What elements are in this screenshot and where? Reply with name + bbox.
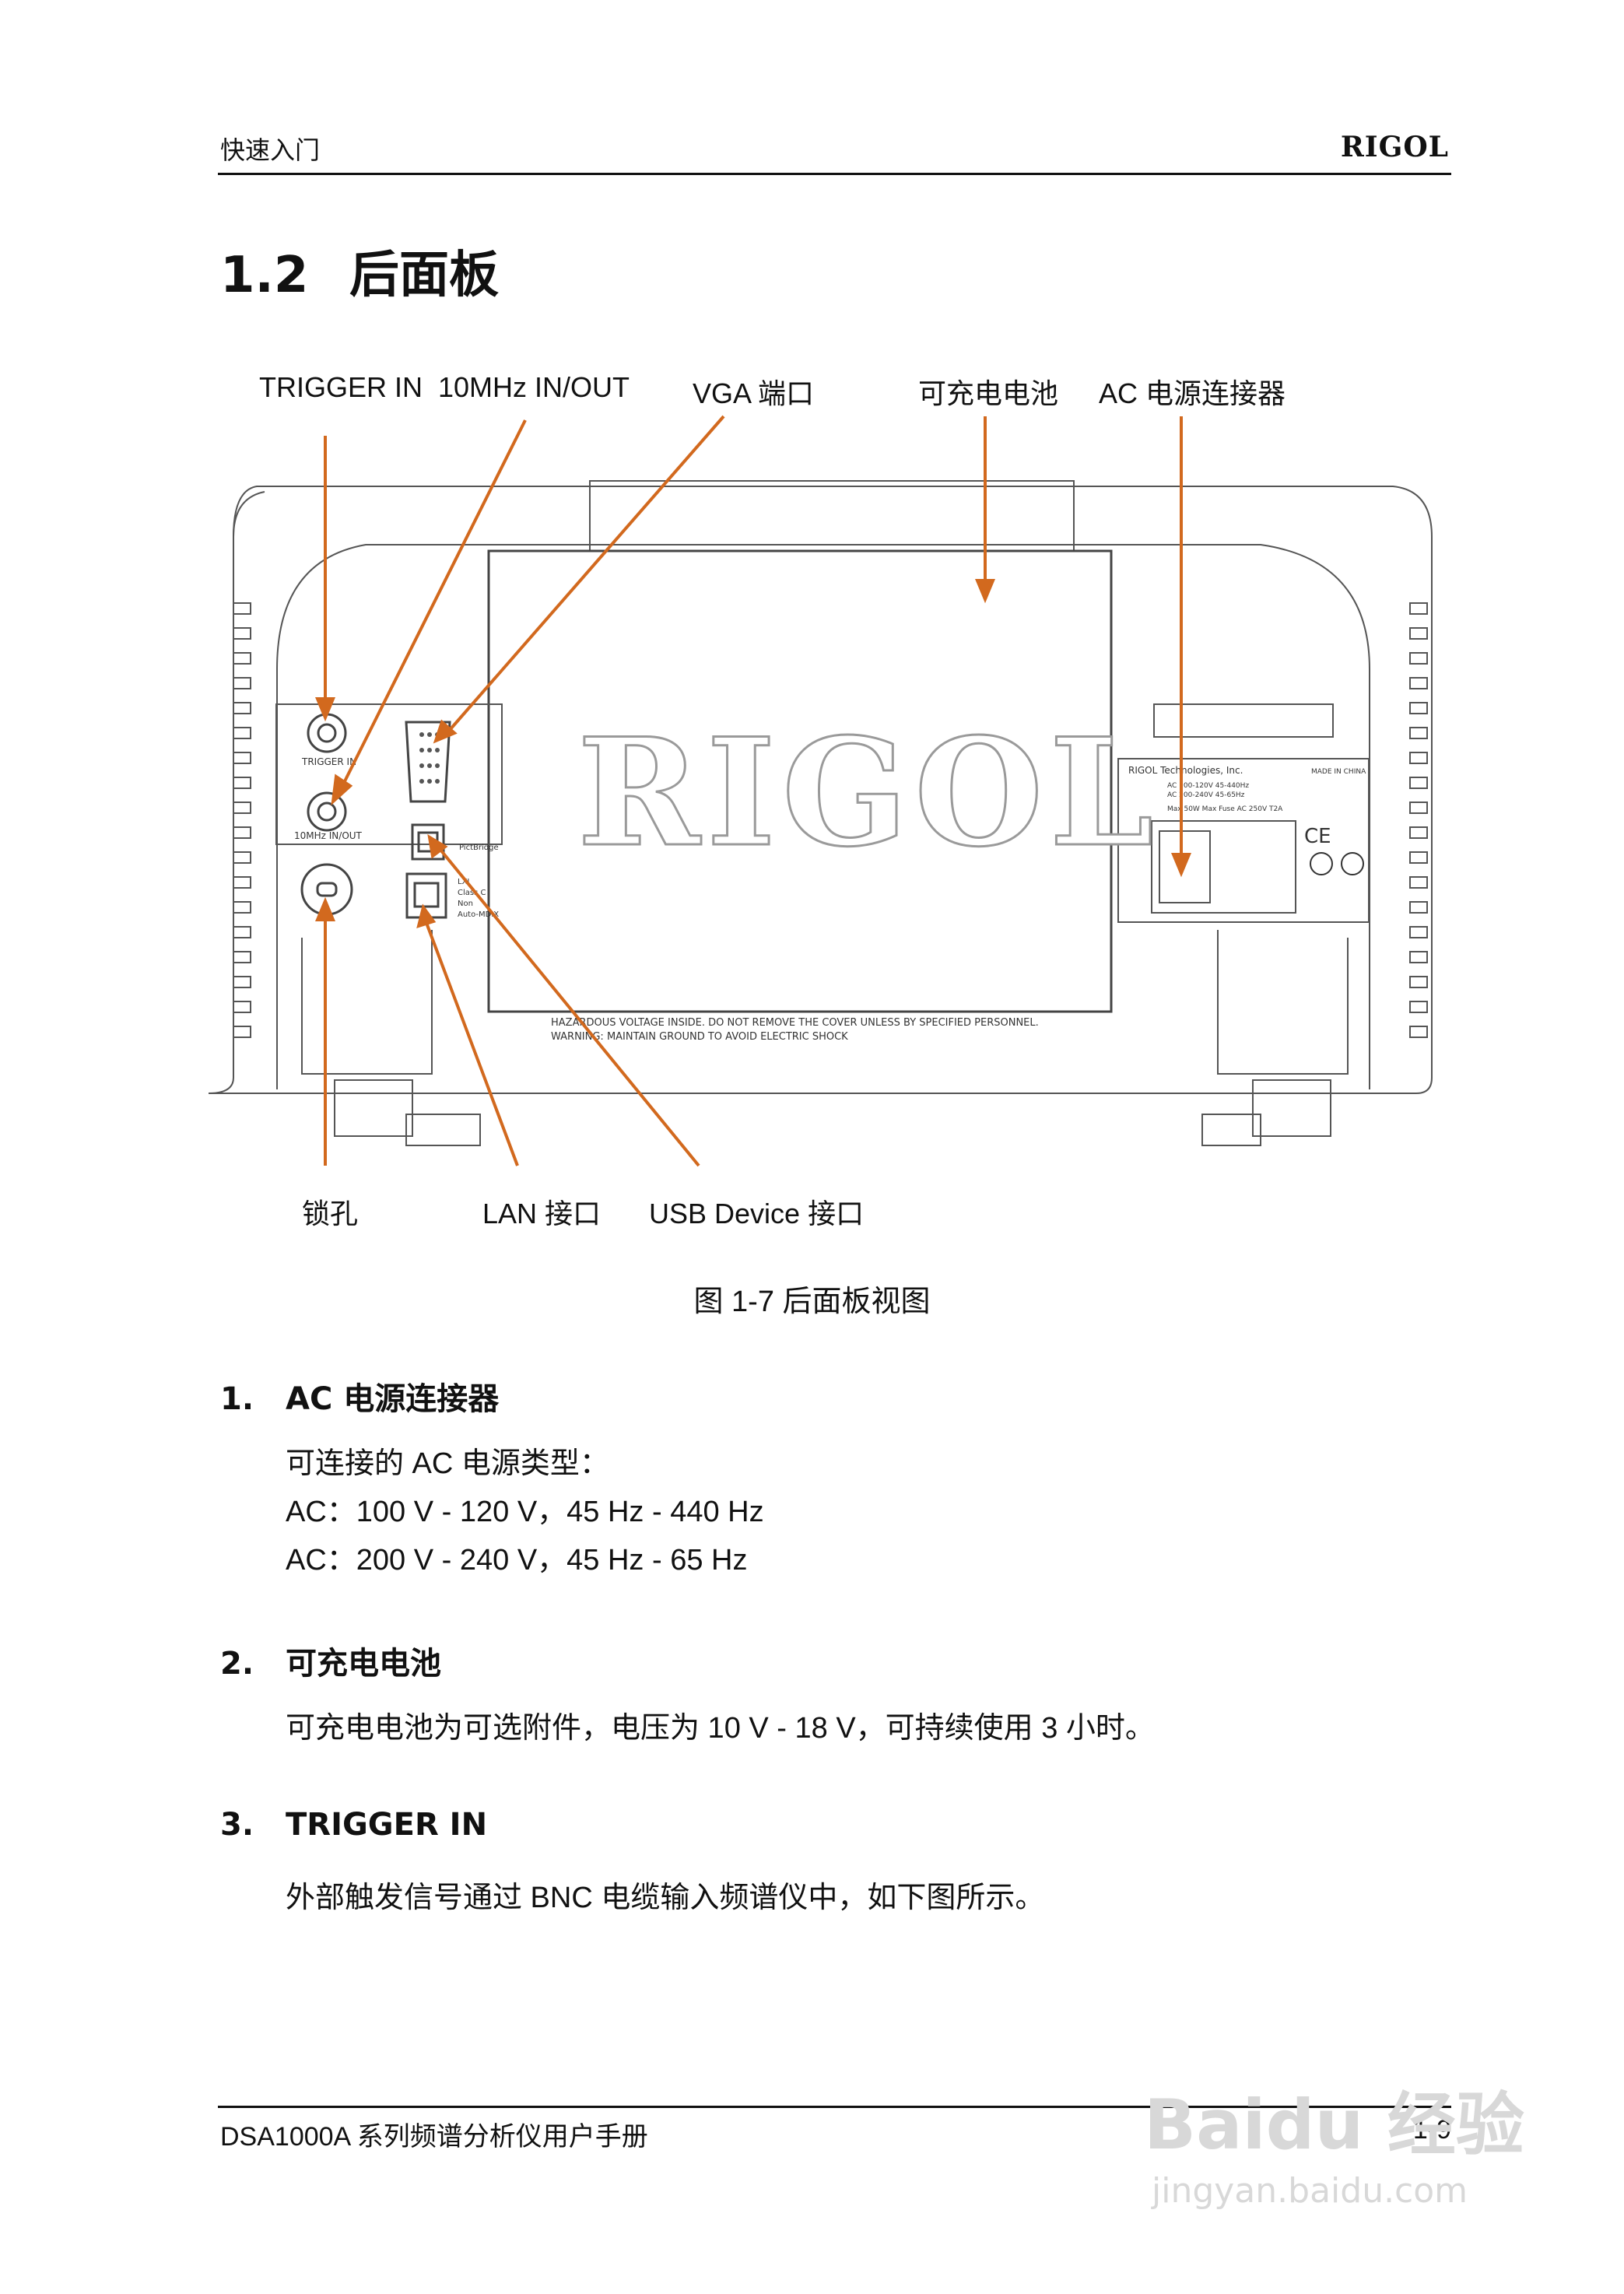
item-2-number: 2. (220, 1646, 254, 1682)
item-2-heading: 2. 可充电电池 (220, 1638, 441, 1683)
rohs-40-mark (1310, 852, 1333, 875)
panel-warning-1: HAZARDOUS VOLTAGE INSIDE. DO NOT REMOVE … (551, 1017, 1039, 1029)
leader-10mhz (341, 419, 527, 787)
panel-ac-spec-1: AC 100-120V 45-440Hz (1167, 782, 1249, 790)
figure-caption: 图 1-7 后面板视图 (693, 1286, 931, 1318)
panel-lan-label-2: Non (458, 900, 473, 908)
panel-lan-label-1: Class C (458, 889, 486, 897)
callout-10mhz: 10MHz IN/OUT (438, 371, 630, 403)
panel-lan-label-0: LXI (458, 878, 469, 886)
vga-port (405, 721, 451, 803)
leader-usb (439, 848, 700, 1167)
ref-10mhz-bnc (307, 791, 347, 832)
callout-ac-connector: AC 电源连接器 (1099, 377, 1286, 409)
callout-lan: LAN 接口 (482, 1198, 602, 1229)
callout-lock-hole: 锁孔 (302, 1198, 359, 1229)
panel-housing (208, 486, 1433, 1094)
panel-usb-label: PictBridge (459, 844, 499, 852)
item-1-line-2: AC：100 V - 120 V，45 Hz - 440 Hz (286, 1496, 764, 1528)
panel-trigger-label: TRIGGER IN (301, 756, 356, 767)
connector-block-left (275, 703, 503, 845)
trigger-in-bnc (307, 713, 347, 753)
foot-left (334, 1079, 413, 1137)
section-title: 后面板 (349, 247, 499, 304)
section-number: 1.2 (220, 247, 309, 304)
callout-vga: VGA 端口 (693, 377, 815, 409)
item-3-number: 3. (220, 1807, 254, 1843)
ac-socket (1159, 830, 1211, 903)
callout-usb-device: USB Device 接口 (649, 1198, 865, 1229)
foot-right (1252, 1079, 1331, 1137)
item-1-title: AC 电源连接器 (286, 1381, 500, 1417)
panel-made-in: MADE IN CHINA (1311, 768, 1366, 776)
panel-lan-label-3: Auto-MDIX (458, 910, 499, 919)
footer-page-number: 1-9 (1412, 2115, 1451, 2145)
panel-ac-spec-2: AC 200-240V 45-65Hz (1167, 791, 1245, 799)
ac-label-block (1117, 758, 1370, 923)
ce-mark: CE (1304, 825, 1331, 848)
ac-top-slot (1153, 703, 1334, 738)
vent-slots (233, 602, 1428, 1038)
panel-warning-2: WARNING: MAINTAIN GROUND TO AVOID ELECTR… (551, 1031, 848, 1043)
footer-manual-title: DSA1000A 系列频谱分析仪用户手册 (220, 2122, 648, 2152)
panel-company: RIGOL Technologies, Inc. (1128, 765, 1243, 776)
item-1-number: 1. (220, 1381, 254, 1417)
section-heading: 1.2 后面板 (220, 235, 499, 307)
battery-cover (487, 549, 1113, 1013)
item-3-line-1: 外部触发信号通过 BNC 电缆输入频谱仪中，如下图所示。 (286, 1882, 1045, 1914)
watermark-url: jingyan.baidu.com (1152, 2171, 1468, 2211)
item-2-body: 可充电电池为可选附件，电压为 10 V - 18 V，可持续使用 3 小时。 (286, 1704, 1155, 1752)
callout-trigger-in: TRIGGER IN (259, 371, 423, 403)
item-1-line-1: 可连接的 AC 电源类型： (286, 1447, 609, 1480)
watermark-brand: Baidu 经验 (1144, 2085, 1524, 2165)
item-1-heading: 1. AC 电源连接器 (220, 1373, 499, 1419)
panel-power-spec: Max 50W Max Fuse AC 250V T2A (1167, 805, 1283, 813)
item-3-heading: 3. TRIGGER IN (220, 1807, 487, 1843)
leader-lan (425, 922, 519, 1166)
recycle-mark (1341, 852, 1364, 875)
ac-socket-frame (1151, 820, 1296, 914)
item-2-line-1: 可充电电池为可选附件，电压为 10 V - 18 V，可持续使用 3 小时。 (286, 1712, 1155, 1745)
leader-vga (448, 415, 725, 731)
footer-rule (218, 2106, 1451, 2108)
item-1-line-3: AC：200 V - 240 V，45 Hz - 65 Hz (286, 1544, 748, 1577)
usb-device-port (411, 823, 445, 861)
item-1-body: 可连接的 AC 电源类型： AC：100 V - 120 V，45 Hz - 4… (286, 1440, 764, 1584)
running-header-chapter: 快速入门 (220, 135, 321, 165)
panel-ref-label: 10MHz IN/OUT (294, 830, 363, 841)
panel-logo: RIGOL (577, 706, 1159, 879)
panel-inner-arch (276, 544, 1370, 1089)
header-rule (218, 173, 1451, 175)
item-2-title: 可充电电池 (286, 1646, 441, 1682)
callout-battery: 可充电电池 (918, 377, 1059, 409)
item-3-body: 外部触发信号通过 BNC 电缆输入频谱仪中，如下图所示。 (286, 1874, 1044, 1922)
running-header-brand: RIGOL (1340, 131, 1449, 163)
item-3-title: TRIGGER IN (286, 1807, 488, 1843)
top-handle (589, 480, 1075, 552)
